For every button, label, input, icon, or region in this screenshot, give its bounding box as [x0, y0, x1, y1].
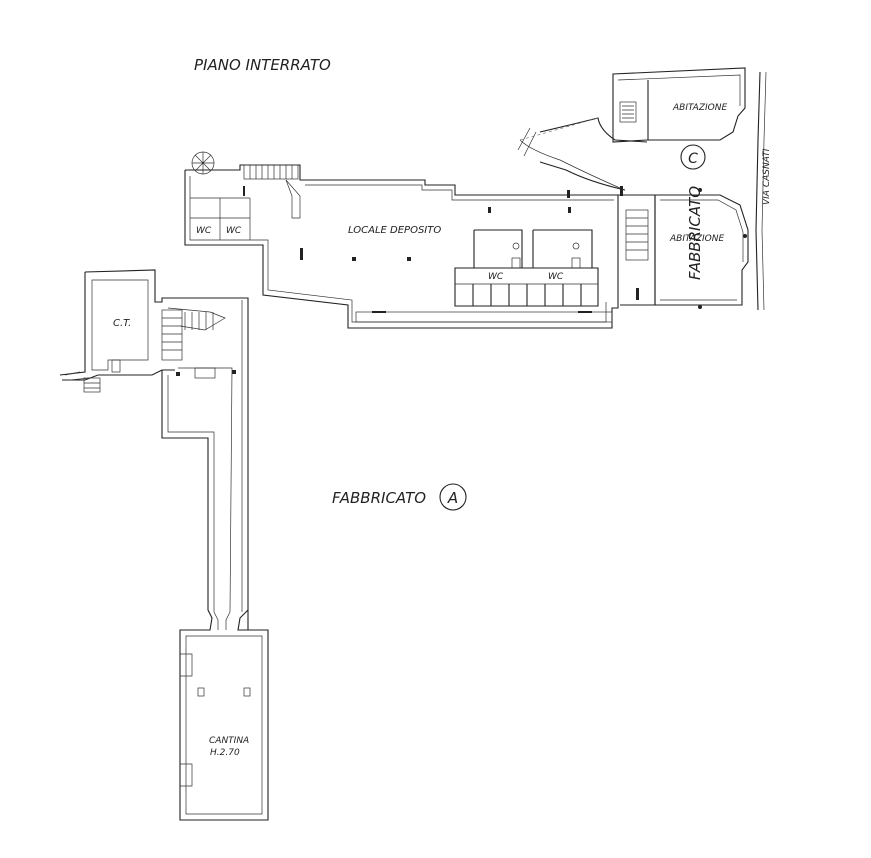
plan-title: PIANO INTERRATO — [194, 56, 331, 74]
room-cantina: CANTINA — [209, 736, 249, 746]
room-wc-4: WC — [548, 272, 564, 282]
room-wc-3: WC — [488, 272, 504, 282]
building-a-label: FABBRICATO — [332, 489, 426, 507]
building-a-marker-circle — [439, 483, 467, 511]
room-abitazione-upper: ABITAZIONE — [672, 103, 727, 113]
building-c — [517, 67, 749, 309]
room-cantina-height: H.2.70 — [210, 748, 240, 758]
room-abitazione-lower: ABITAZIONE — [669, 234, 724, 244]
street-edge — [755, 71, 767, 311]
street-label: VIA CASNATI — [762, 148, 772, 205]
ct-and-corridor — [59, 269, 269, 821]
room-wc-2: WC — [226, 226, 242, 236]
room-wc-1: WC — [196, 226, 212, 236]
room-ct: C.T. — [113, 318, 131, 329]
building-c-marker-circle — [680, 144, 706, 170]
building-c-letter: C — [688, 151, 698, 167]
building-a-letter: A — [447, 489, 458, 507]
deposit-block — [184, 151, 656, 329]
building-c-label: FABBRICATO — [686, 186, 704, 280]
room-locale-deposito: LOCALE DEPOSITO — [348, 225, 441, 236]
